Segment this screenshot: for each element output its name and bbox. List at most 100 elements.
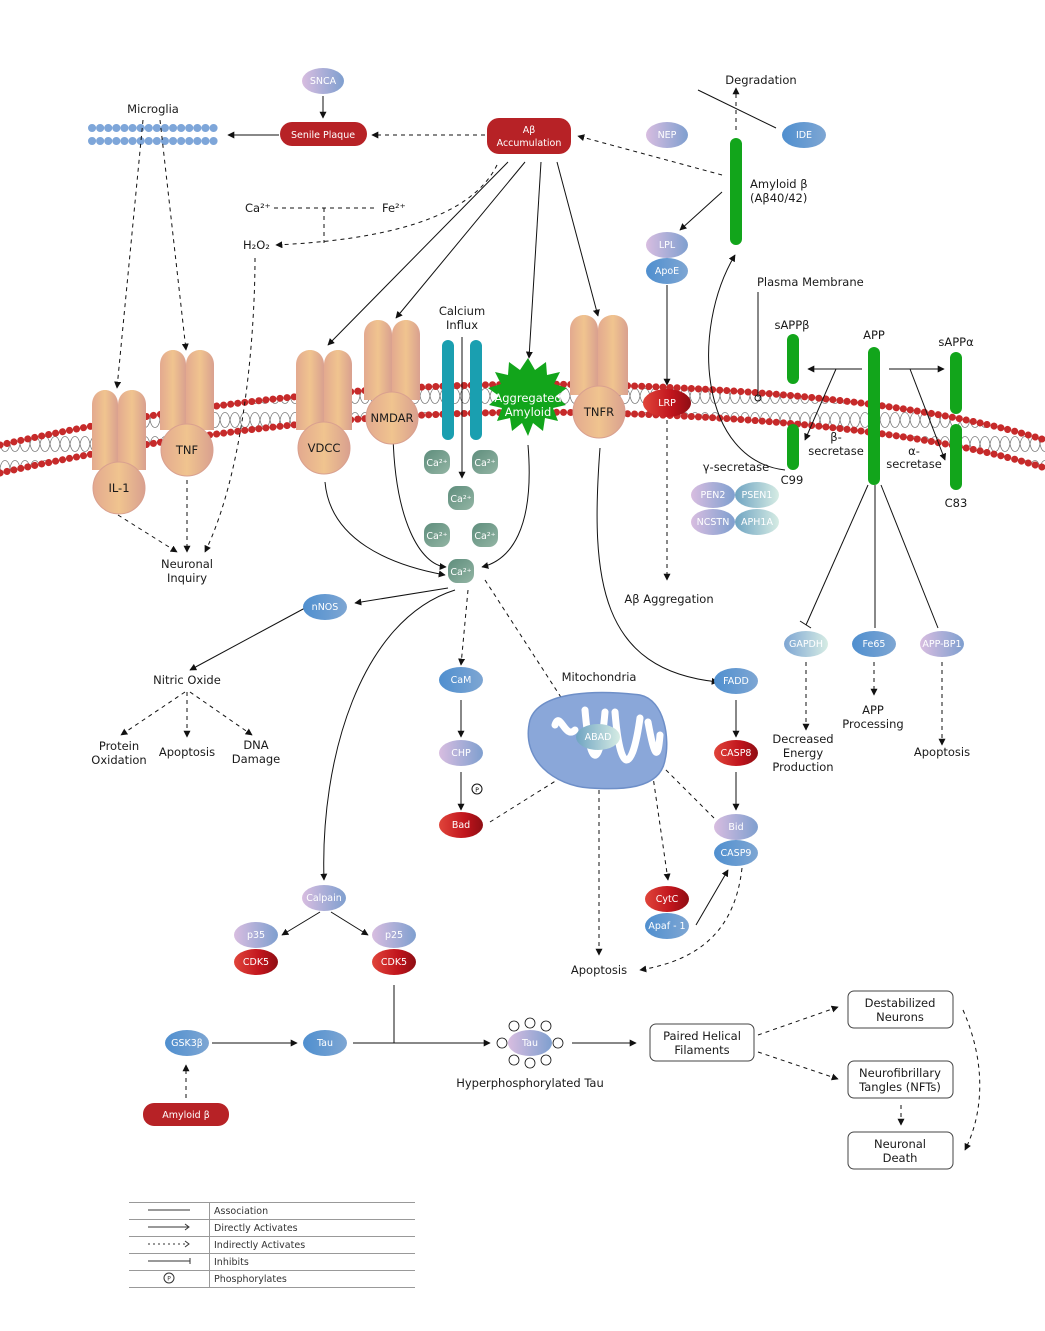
nft-label-2: Tangles (NFTs) [858, 1080, 941, 1094]
cdk5-label: CDK5 [381, 957, 407, 968]
ca-ion-label: Ca²⁺ [474, 458, 495, 469]
amyloid-beta-bar[interactable] [730, 138, 742, 245]
phf-box[interactable] [649, 1023, 755, 1062]
chp-label: CHP [451, 748, 471, 759]
tau-node[interactable] [303, 1030, 347, 1056]
vdcc-receptor[interactable] [296, 350, 352, 475]
gapdh-node[interactable] [784, 631, 828, 657]
nft-label-1: Neurofibrillary [859, 1066, 941, 1080]
inhibit-bar-icon [129, 1253, 210, 1271]
casp8-node[interactable] [714, 740, 758, 766]
ncstn-label: NCSTN [697, 517, 730, 528]
aph1a-label: APH1A [741, 517, 773, 528]
phf-label-2: Filaments [674, 1043, 729, 1057]
hyperphosphorylated-tau[interactable] [496, 1017, 564, 1069]
association-line-icon [129, 1202, 210, 1220]
abad-node[interactable] [576, 724, 620, 750]
calcium-influx-label-1: Calcium [439, 304, 485, 318]
legend-row: Directly Activates [129, 1219, 415, 1237]
gsk3b-label: GSK3β [171, 1038, 203, 1049]
degradation-label: Degradation [725, 73, 796, 87]
legend-label: Phosphorylates [209, 1270, 415, 1288]
tnf-receptor[interactable] [160, 350, 214, 477]
lrp-node[interactable] [643, 389, 691, 417]
app-bar[interactable] [868, 347, 880, 485]
phospho-icon [471, 783, 483, 795]
b-secretase-label-2: secretase [808, 444, 864, 458]
fadd-node[interactable] [714, 668, 758, 694]
calpain-node[interactable] [302, 885, 346, 911]
microglia-label: Microglia [127, 102, 179, 116]
aggregated-amyloid-star[interactable] [488, 358, 567, 436]
lpl-node[interactable] [646, 232, 688, 258]
il1-receptor[interactable] [92, 390, 146, 515]
destab-label-2: Neurons [876, 1010, 924, 1024]
calpain-label: Calpain [306, 893, 342, 904]
gapdh-label: GAPDH [789, 639, 823, 650]
senile-plaque-node[interactable] [280, 122, 367, 146]
protein-oxidation-label-1: Protein [99, 739, 139, 753]
g-secretase-label: γ-secretase [703, 460, 770, 474]
nnos-label: nNOS [312, 602, 339, 613]
legend-label: Directly Activates [209, 1219, 415, 1237]
phospho-label: P [475, 787, 479, 794]
psen1-label: PSEN1 [742, 490, 773, 501]
amyloid-beta-node[interactable] [143, 1103, 229, 1126]
nnos-node[interactable] [303, 594, 347, 620]
neuronal-death-box[interactable] [847, 1131, 954, 1170]
nft-box[interactable] [847, 1060, 954, 1099]
tnfr-receptor[interactable] [570, 315, 628, 439]
cytc-node[interactable] [645, 886, 689, 912]
psen1-node[interactable] [735, 482, 779, 508]
b-secretase-label-1: β- [830, 430, 842, 444]
casp9-label: CASP9 [721, 848, 752, 859]
bad-node[interactable] [439, 812, 483, 838]
membrane-marker-icon [754, 394, 762, 402]
p25-node[interactable] [372, 922, 416, 948]
nep-node[interactable] [646, 122, 688, 148]
destabilized-neurons-box[interactable] [847, 990, 954, 1029]
casp9-node[interactable] [714, 840, 758, 866]
fe65-node[interactable] [852, 631, 896, 657]
chp-node[interactable] [439, 740, 483, 766]
fe-label: Fe²⁺ [382, 201, 406, 215]
mitochondria-label: Mitochondria [562, 670, 637, 684]
appbp1-node[interactable] [920, 631, 964, 657]
plasma-membrane-label: Plasma Membrane [757, 275, 864, 289]
nmdar-receptor[interactable] [364, 320, 420, 445]
aph1a-node[interactable] [735, 509, 779, 535]
apoptosis-no-label: Apoptosis [159, 745, 215, 759]
ide-node[interactable] [782, 122, 826, 148]
ide-label: IDE [796, 130, 812, 141]
gsk3b-node[interactable] [165, 1030, 209, 1056]
sappb-bar [787, 334, 799, 384]
abad-label: ABAD [585, 732, 612, 743]
legend-label: Inhibits [209, 1253, 415, 1271]
p35-node[interactable] [234, 922, 278, 948]
lrp-label: LRP [658, 398, 676, 409]
cam-node[interactable] [439, 667, 483, 693]
fe65-label: Fe65 [863, 639, 886, 650]
apoe-node[interactable] [646, 258, 688, 284]
hyper-tau-label: Hyperphosphorylated Tau [456, 1076, 604, 1090]
ncstn-node[interactable] [691, 509, 735, 535]
legend-row: Association [129, 1202, 415, 1220]
bid-node[interactable] [714, 814, 758, 840]
protein-oxidation-label-2: Oxidation [91, 753, 146, 767]
cdk5-node[interactable] [372, 949, 416, 975]
cdk5-node[interactable] [234, 949, 278, 975]
pen2-node[interactable] [691, 482, 735, 508]
ab-aggregation-label: Aβ Aggregation [624, 592, 713, 606]
edges [114, 87, 981, 1151]
legend-row: Indirectly Activates [129, 1236, 415, 1254]
apaf1-node[interactable] [645, 913, 689, 939]
ca-ion-label: Ca²⁺ [426, 531, 447, 542]
vdcc-label: VDCC [308, 441, 341, 455]
snca-node[interactable] [302, 68, 344, 94]
dna-damage-label-2: Damage [232, 752, 281, 766]
destab-label-1: Destabilized [865, 996, 936, 1010]
sappb-label: sAPPβ [774, 318, 809, 332]
amyloid-beta-label-1: Amyloid β [750, 177, 808, 191]
ab-accumulation-node[interactable] [487, 118, 571, 154]
ca-ion-label: Ca²⁺ [474, 531, 495, 542]
